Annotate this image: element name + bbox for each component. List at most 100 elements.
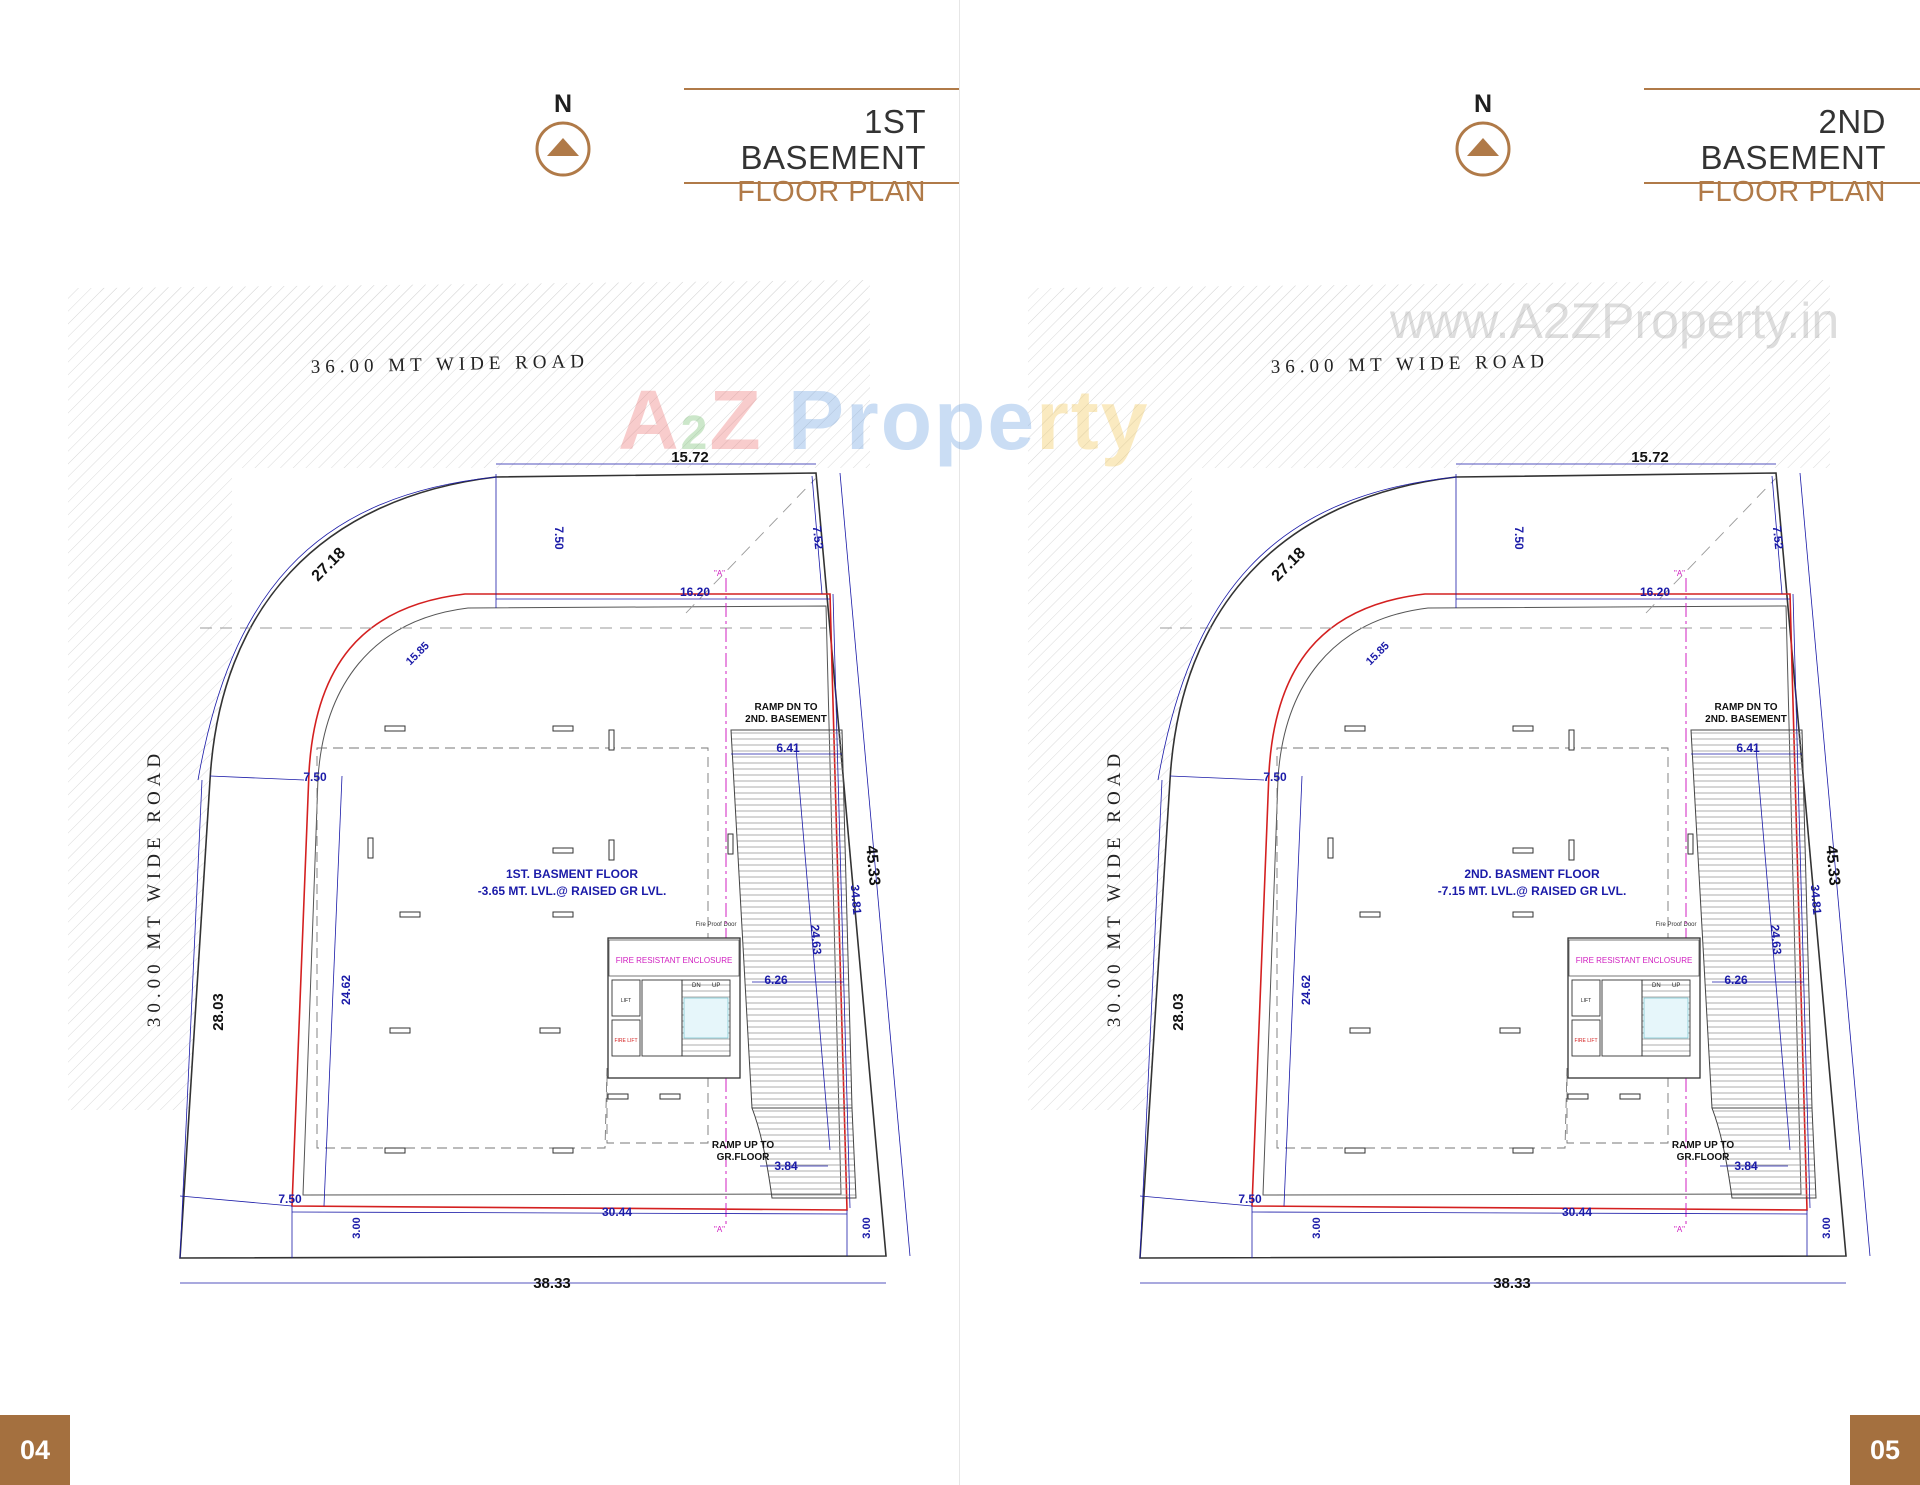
title-line-2: FLOOR PLAN: [1697, 176, 1886, 208]
lift-label: LIFT: [1581, 998, 1591, 1004]
ramp-down-label-1: RAMP DN TO: [755, 702, 818, 713]
dn-label: DN: [692, 983, 701, 989]
dim-16-20: 16.20: [1640, 585, 1670, 599]
setback-line: [291, 593, 848, 1211]
dim-7-50-top: 7.50: [552, 526, 566, 550]
dimension-lines: [179, 463, 911, 1284]
column: [384, 1147, 406, 1154]
dim-3-00-right: 3.00: [1821, 1217, 1833, 1238]
dim-15-72: 15.72: [1631, 449, 1669, 466]
column: [389, 1027, 411, 1034]
ramp-up-label-1: RAMP UP TO: [1672, 1140, 1734, 1151]
page-number: 04: [0, 1415, 70, 1485]
dim-24-63: 24.63: [1768, 924, 1785, 955]
column: [1327, 837, 1334, 859]
column: [384, 725, 406, 732]
lift-label: LIFT: [621, 998, 631, 1004]
column: [608, 729, 615, 751]
dim-38-33: 38.33: [533, 1275, 571, 1292]
fire-door-label: Fire Proof Door: [1655, 922, 1696, 928]
ramp-up: [1711, 1107, 1817, 1199]
dim-24-63: 24.63: [808, 924, 825, 955]
column: [1568, 839, 1575, 861]
page-right: N 2ND BASEMENT FLOOR PLAN "A" "A" RAMP D…: [960, 0, 1920, 1485]
dim-7-50-top: 7.50: [1512, 526, 1526, 550]
fire-lift-shaft: [1571, 1019, 1601, 1057]
lift-shaft: [611, 979, 641, 1017]
column: [1512, 847, 1534, 854]
ramp-up-label-2: GR.FLOOR: [717, 1152, 771, 1163]
dim-7-50-bottom: 7.50: [1238, 1192, 1262, 1206]
section-mark-bottom: "A": [1674, 1225, 1685, 1234]
column: [1568, 729, 1575, 751]
fire-lift-label: FIRE LIFT: [1574, 1038, 1597, 1044]
dim-7-50-bottom: 7.50: [278, 1192, 302, 1206]
dim-3-84: 3.84: [774, 1159, 798, 1173]
column: [1512, 725, 1534, 732]
floor-label-2: -3.65 MT. LVL.@ RAISED GR LVL.: [478, 884, 667, 898]
fire-lift-shaft: [611, 1019, 641, 1057]
road-label-left: 30.00 MT WIDE ROAD: [1104, 749, 1125, 1027]
building-line: [1262, 605, 1802, 1196]
fire-enclosure-label: FIRE RESISTANT ENCLOSURE: [616, 956, 733, 965]
ramp-up-label-2: GR.FLOOR: [1677, 1152, 1731, 1163]
column: [367, 837, 374, 859]
columns: [367, 725, 734, 1154]
dim-45-33: 45.33: [862, 845, 882, 886]
page-left: N 1ST BASEMENT FLOOR PLAN "A" "A" RAMP D…: [0, 88, 960, 1485]
dashed-diag: [1645, 477, 1777, 614]
page-title: 2ND BASEMENT FLOOR PLAN: [1644, 88, 1920, 208]
dim-34-81: 34.81: [1808, 884, 1825, 915]
lobby: [641, 979, 683, 1057]
dim-3-84: 3.84: [1734, 1159, 1758, 1173]
title-line-1: 1ST BASEMENT: [740, 103, 926, 176]
dim-30-44: 30.44: [602, 1205, 632, 1219]
north-arrow-icon: [535, 121, 591, 177]
ramp-down: [1690, 729, 1813, 1109]
fire-enclosure-label: FIRE RESISTANT ENCLOSURE: [1576, 956, 1693, 965]
dim-6-26: 6.26: [764, 973, 788, 987]
dim-30-44: 30.44: [1562, 1205, 1592, 1219]
dim-7-50-left: 7.50: [303, 770, 327, 784]
dim-28-03: 28.03: [210, 993, 227, 1031]
dim-28-03: 28.03: [1170, 993, 1187, 1031]
section-mark-bottom: "A": [714, 1225, 725, 1234]
page-spine: [959, 0, 960, 1485]
dim-24-62: 24.62: [339, 975, 353, 1005]
column: [607, 1093, 629, 1100]
column: [727, 833, 734, 855]
ramp-down-label-2: 2ND. BASEMENT: [1705, 714, 1787, 725]
dashed-diag: [685, 477, 817, 614]
title-line-2: FLOOR PLAN: [737, 176, 926, 208]
dim-7-50-left: 7.50: [1263, 770, 1287, 784]
ramp-up-label-1: RAMP UP TO: [712, 1140, 774, 1151]
column: [1344, 1147, 1366, 1154]
up-label: UP: [1672, 983, 1680, 989]
road-label-left: 30.00 MT WIDE ROAD: [144, 749, 165, 1027]
column: [552, 847, 574, 854]
column: [399, 911, 421, 918]
floor-label-1: 2ND. BASMENT FLOOR: [1464, 867, 1600, 881]
north-indicator: N: [1452, 90, 1514, 182]
north-arrow-icon: [1455, 121, 1511, 177]
road-hatch-area-right: [1060, 280, 1828, 364]
section-mark-top: "A": [714, 569, 725, 578]
column: [608, 839, 615, 861]
dim-7-52: 7.52: [810, 525, 826, 550]
column: [1687, 833, 1694, 855]
dim-6-26: 6.26: [1724, 973, 1748, 987]
column: [1349, 1027, 1371, 1034]
column: [1619, 1093, 1641, 1100]
up-label: UP: [712, 983, 720, 989]
column: [1567, 1093, 1589, 1100]
floor-plan-drawing: "A" "A" RAMP DN TO 2ND. BASEMENT RAMP UP…: [1028, 280, 1871, 1292]
columns: [1327, 725, 1694, 1154]
column: [552, 1147, 574, 1154]
stair-landing: [683, 997, 729, 1039]
dim-45-33: 45.33: [1822, 845, 1842, 886]
title-line-1: 2ND BASEMENT: [1700, 103, 1886, 176]
dim-7-52: 7.52: [1770, 525, 1786, 550]
setback-line: [1251, 593, 1808, 1211]
north-label: N: [1473, 90, 1493, 118]
floor-plan-drawing: "A" "A" RAMP DN TO 2ND. BASEMENT RAMP UP…: [68, 280, 911, 1292]
